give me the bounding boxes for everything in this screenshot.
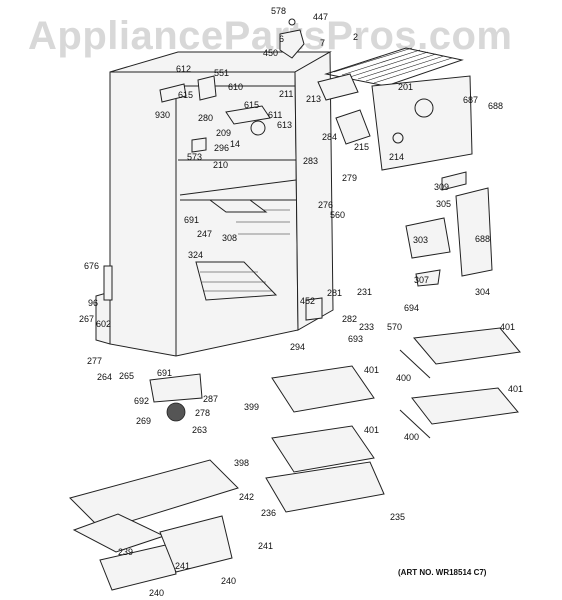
part-callout-14: 14 [230,139,241,149]
part-callout-602: 602 [96,319,112,329]
part-callout-280: 280 [198,113,214,123]
part-callout-7: 7 [320,38,326,48]
part-callout-401: 401 [500,322,516,332]
part-callout-241: 241 [175,561,191,571]
wire-shelf [324,47,464,87]
part-callout-400: 400 [396,373,412,383]
part-callout-687: 687 [463,95,479,105]
part-callout-284: 284 [322,132,338,142]
part-callout-283: 283 [303,156,319,166]
part-callout-560: 560 [330,210,346,220]
part-callout-447: 447 [313,12,329,22]
part-callout-201: 201 [398,82,414,92]
part-callout-242: 242 [239,492,255,502]
part-callout-303: 303 [413,235,429,245]
part-callout-400: 400 [404,432,420,442]
part-callout-401: 401 [364,365,380,375]
part-callout-452: 452 [300,296,316,306]
part-callout-307: 307 [414,275,430,285]
part-callout-269: 269 [136,416,152,426]
control-housing [159,75,271,153]
part-callout-610: 610 [228,82,244,92]
part-callout-240: 240 [221,576,237,586]
part-callout-282: 282 [342,314,358,324]
part-callout-211: 211 [279,89,294,99]
part-callout-233: 233 [359,322,375,332]
part-callout-305: 305 [436,199,452,209]
part-callout-247: 247 [197,229,213,239]
part-callout-265: 265 [119,371,135,381]
part-callout-215: 215 [354,142,370,152]
part-callout-693: 693 [348,334,364,344]
part-callout-615: 615 [244,100,260,110]
part-callout-278: 278 [195,408,211,418]
evaporator-cover [317,73,473,191]
part-callout-308: 308 [222,233,238,243]
part-callout-287: 287 [203,394,219,404]
part-callout-578: 578 [271,6,287,16]
watermark: AppliancePartsPros.com [28,14,513,58]
part-callout-213: 213 [306,94,322,104]
part-callout-276: 276 [318,200,334,210]
part-callout-573: 573 [187,152,203,162]
part-callout-235: 235 [390,512,406,522]
part-callout-688: 688 [475,234,491,244]
part-callout-694: 694 [404,303,420,313]
part-callout-279: 279 [342,173,358,183]
part-callout-613: 613 [277,120,293,130]
part-callout-309: 309 [434,182,450,192]
part-callout-401: 401 [364,425,380,435]
glass-shelves [271,327,521,473]
misc-parts [149,187,493,422]
part-callout-450: 450 [263,48,279,58]
part-callout-239: 239 [118,547,134,557]
crisper-assembly [69,459,385,591]
part-callout-240: 240 [149,588,165,598]
part-callout-296: 296 [214,143,230,153]
part-callout-691: 691 [157,368,173,378]
part-callout-611: 611 [268,110,283,120]
part-callout-267: 267 [79,314,95,324]
part-callout-263: 263 [192,425,208,435]
part-callout-930: 930 [155,110,171,120]
part-callout-676: 676 [84,261,100,271]
part-callout-398: 398 [234,458,250,468]
part-callout-236: 236 [261,508,277,518]
part-callout-692: 692 [134,396,150,406]
part-callout-210: 210 [213,160,229,170]
part-callout-551: 551 [214,68,230,78]
part-callout-209: 209 [216,128,232,138]
part-callout-570: 570 [387,322,403,332]
part-callout-691: 691 [184,215,200,225]
part-callout-241: 241 [258,541,274,551]
cabinet [95,51,334,357]
part-callout-294: 294 [290,342,306,352]
part-callout-401: 401 [508,384,524,394]
art-number: (ART NO. WR18514 C7) [398,568,487,577]
part-callout-615: 615 [178,90,194,100]
part-callout-214: 214 [389,152,405,162]
part-callout-2: 2 [353,32,359,42]
part-callout-277: 277 [87,356,103,366]
part-callout-688: 688 [488,101,504,111]
part-callout-264: 264 [97,372,113,382]
part-callout-96: 96 [88,298,99,308]
part-callout-6: 6 [279,34,285,44]
part-callout-231: 231 [357,287,373,297]
part-callout-324: 324 [188,250,204,260]
part-callout-612: 612 [176,64,192,74]
part-callout-281: 281 [327,288,343,298]
part-callout-399: 399 [244,402,260,412]
top-hinge [279,18,305,59]
part-callout-304: 304 [475,287,491,297]
